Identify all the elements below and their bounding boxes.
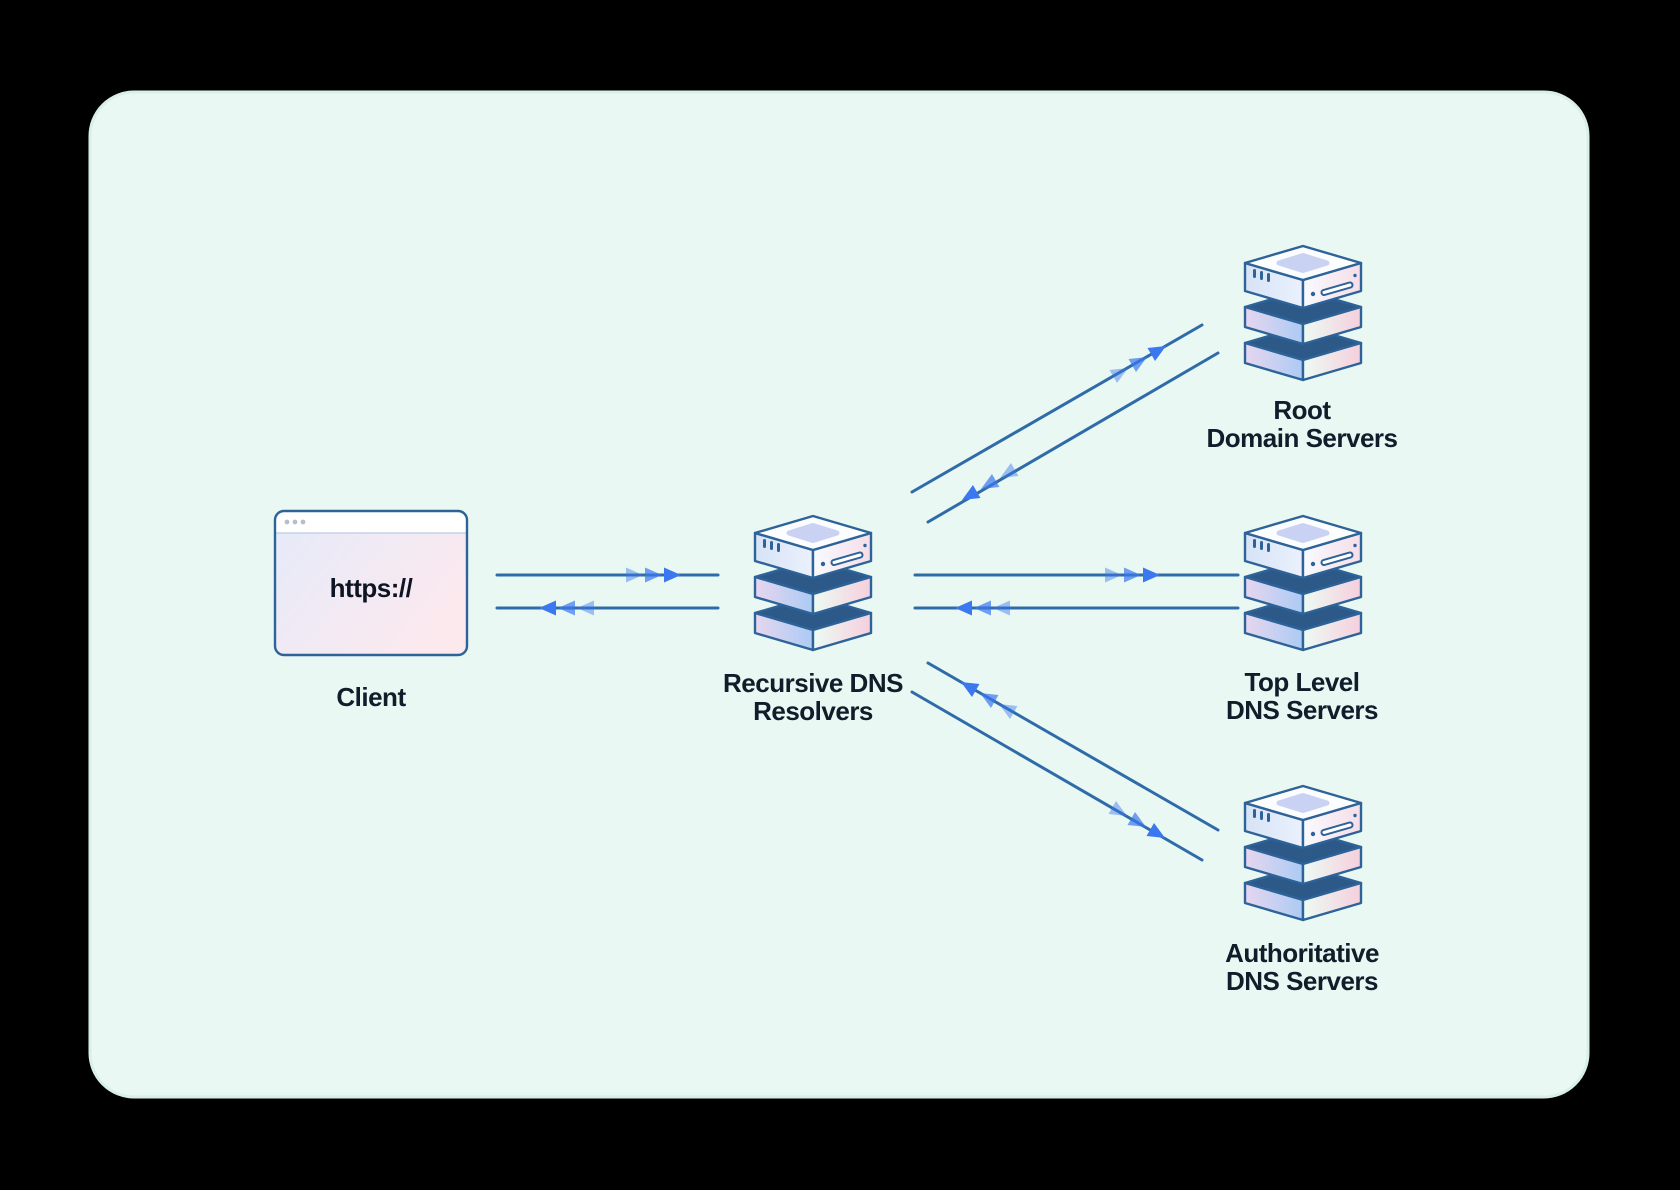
client-label: Client bbox=[336, 682, 406, 712]
server-stack-icon bbox=[1245, 246, 1361, 380]
edge-resolver-root bbox=[910, 323, 1220, 524]
authoritative-label-line1: Authoritative bbox=[1225, 938, 1379, 968]
client-url-text: https:// bbox=[330, 573, 413, 603]
resolver-node: Recursive DNS Resolvers bbox=[723, 516, 904, 726]
authoritative-node: Authoritative DNS Servers bbox=[1225, 786, 1379, 996]
response-line bbox=[926, 661, 1220, 832]
resolver-label-line1: Recursive DNS bbox=[723, 668, 903, 698]
window-dot bbox=[300, 519, 306, 525]
server-stack-icon bbox=[1245, 516, 1361, 650]
window-dot bbox=[284, 519, 290, 525]
window-dot bbox=[292, 519, 298, 525]
resolver-label-line2: Resolvers bbox=[753, 696, 873, 726]
tld-label-line2: DNS Servers bbox=[1226, 695, 1378, 725]
edge-client-resolver bbox=[495, 567, 720, 616]
browser-window-icon: https:// bbox=[273, 509, 469, 657]
authoritative-label-line2: DNS Servers bbox=[1226, 966, 1378, 996]
server-stack-icon bbox=[1245, 786, 1361, 920]
root-label-line2: Domain Servers bbox=[1207, 423, 1398, 453]
tld-node: Top Level DNS Servers bbox=[1226, 516, 1379, 725]
edge-resolver-authoritative bbox=[910, 661, 1220, 862]
client-node: https:// Client bbox=[273, 509, 469, 712]
root-label-line1: Root bbox=[1273, 395, 1331, 425]
edge-resolver-tld bbox=[913, 567, 1240, 616]
root-node: Root Domain Servers bbox=[1207, 246, 1398, 453]
server-stack-icon bbox=[755, 516, 871, 650]
tld-label-line1: Top Level bbox=[1245, 667, 1360, 697]
